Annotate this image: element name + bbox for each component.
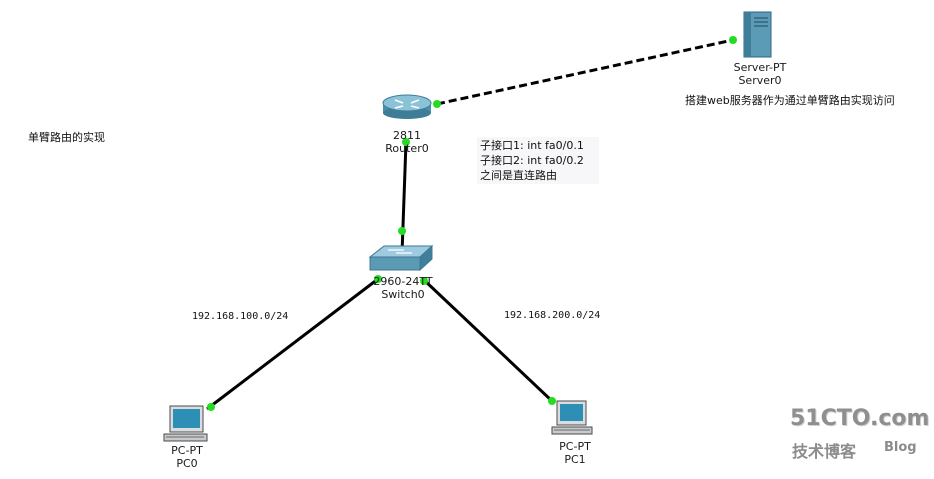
port-lights xyxy=(207,36,737,411)
pc0-model-label: PC-PT xyxy=(171,444,203,457)
server-icon[interactable] xyxy=(743,11,772,58)
switch-model-label: 2960-24TT xyxy=(373,275,433,288)
server-note: 搭建web服务器作为通过单臂路由实现访问 xyxy=(685,94,895,107)
subinterface-note-line3: 之间是直连路由 xyxy=(480,169,557,182)
pc1-name-label: PC1 xyxy=(564,453,586,466)
router-model-label: 2811 xyxy=(393,129,421,142)
pc0-icon[interactable] xyxy=(163,405,208,442)
port-light-switch-router xyxy=(398,227,406,235)
pc1-model-label: PC-PT xyxy=(559,440,591,453)
router-icon[interactable] xyxy=(382,94,432,119)
switch-name-label: Switch0 xyxy=(381,288,425,301)
switch-icon[interactable] xyxy=(368,244,434,272)
port-light-router-server xyxy=(433,100,441,108)
watermark-main: 51CTO.com xyxy=(790,406,930,431)
port-light-pc0 xyxy=(207,403,215,411)
port-light-pc1 xyxy=(548,397,556,405)
server-model-label: Server-PT xyxy=(733,61,787,74)
router-name-label: Router0 xyxy=(385,142,429,155)
link-router-switch[interactable] xyxy=(400,141,408,255)
port-light-switch-pc0 xyxy=(374,275,382,283)
pc1-icon[interactable] xyxy=(551,400,593,435)
server-name-label: Server0 xyxy=(738,74,782,87)
subnet-left-label: 192.168.100.0/24 xyxy=(192,311,289,322)
subnet-right-label: 192.168.200.0/24 xyxy=(504,310,601,321)
watermark-sub: 技术博客 xyxy=(792,442,857,461)
link-router-server[interactable] xyxy=(436,38,734,106)
watermark-blog: Blog xyxy=(884,440,917,455)
watermark-logo: 51CTO.com 技术博客 Blog xyxy=(790,406,930,466)
port-light-server xyxy=(729,36,737,44)
pc0-name-label: PC0 xyxy=(176,457,198,470)
title-note: 单臂路由的实现 xyxy=(28,131,105,144)
link-switch-pc1[interactable] xyxy=(422,278,554,403)
port-light-switch-pc1 xyxy=(420,277,428,285)
subinterface-note-line1: 子接口1: int fa0/0.1 xyxy=(480,139,584,152)
subinterface-note-line2: 子接口2: int fa0/0.2 xyxy=(480,154,584,167)
link-switch-pc0[interactable] xyxy=(206,277,379,411)
port-light-router-switch xyxy=(402,138,410,146)
subinterface-note-box xyxy=(477,137,599,184)
